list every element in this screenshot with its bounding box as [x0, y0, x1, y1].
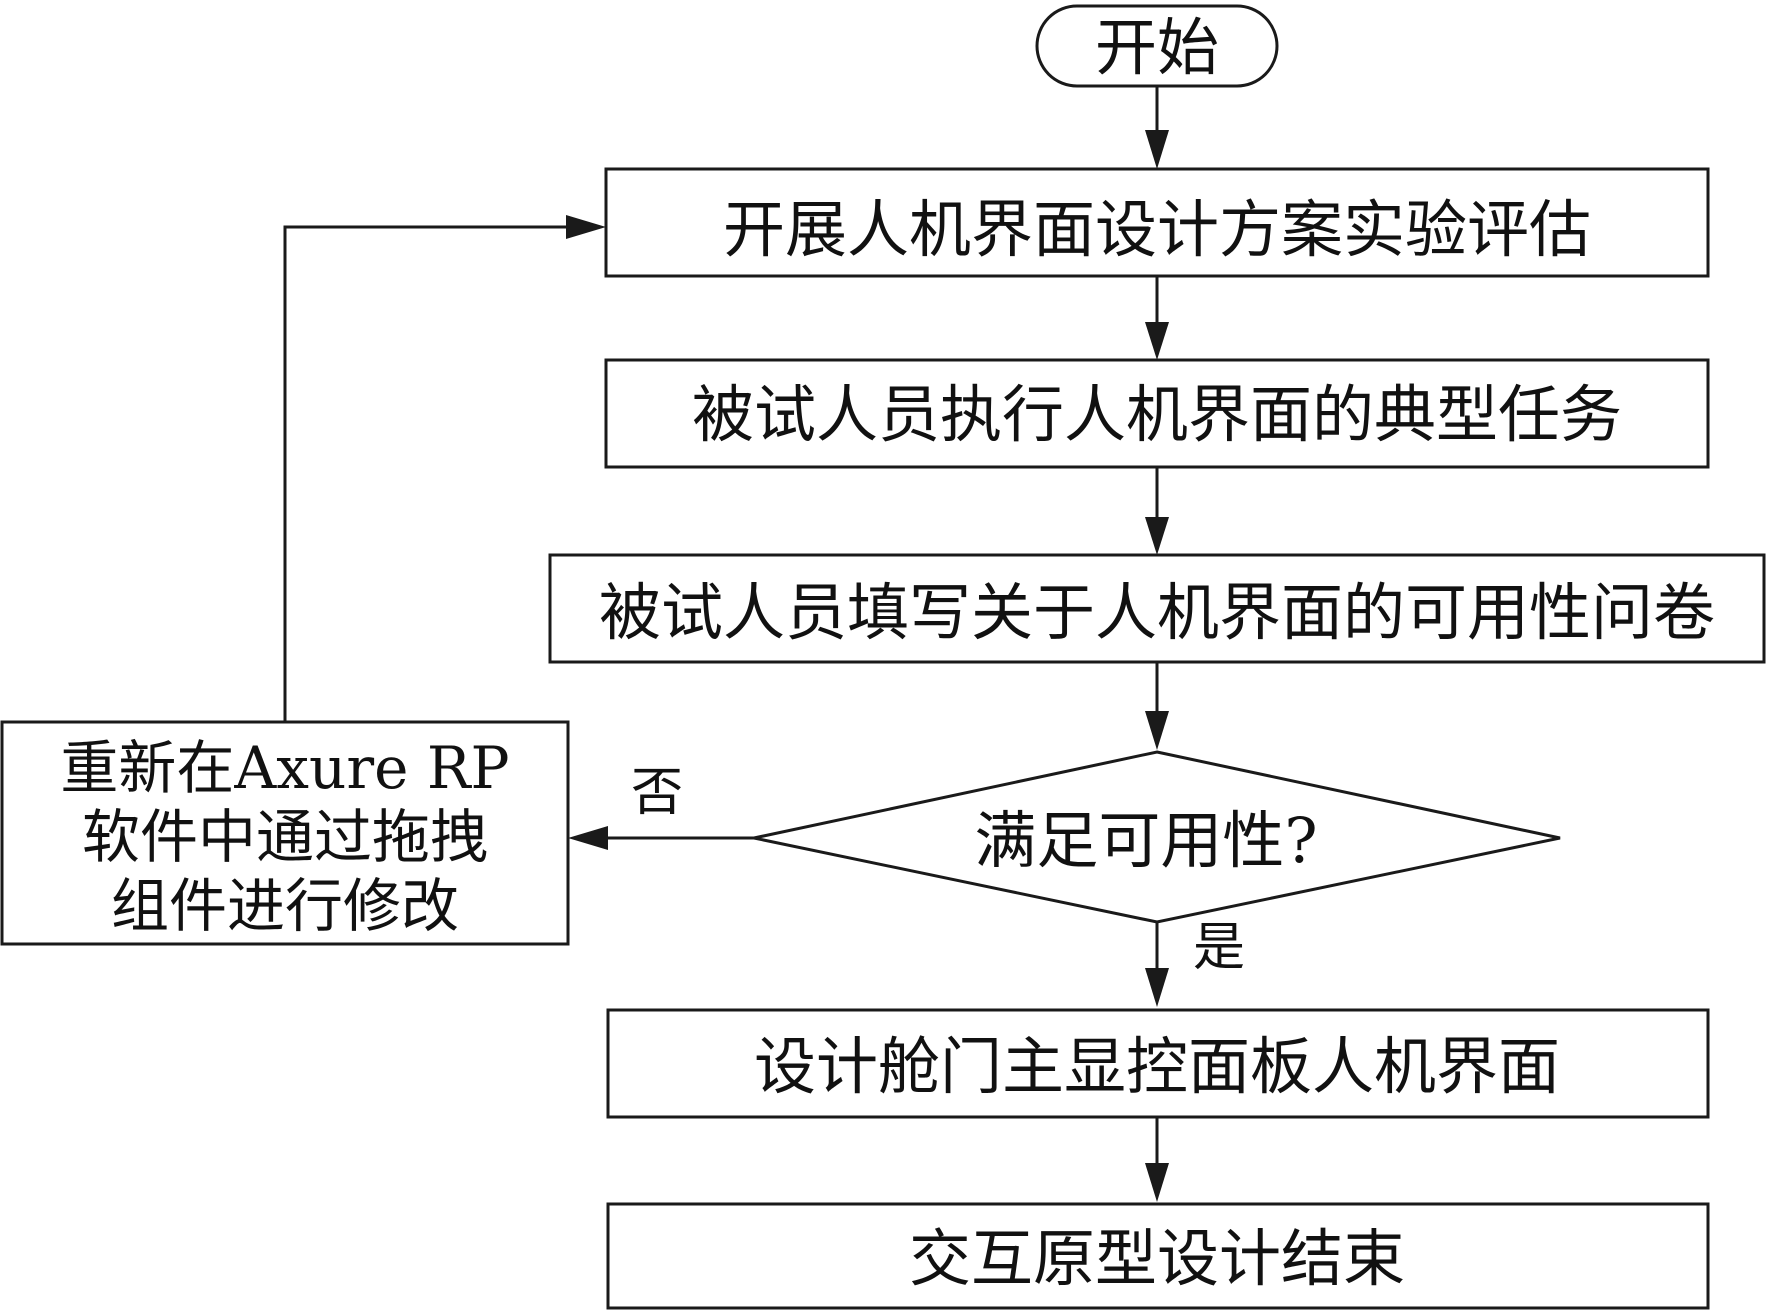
- start-node-label: 开始: [1095, 11, 1219, 84]
- end-node: 交互原型设计结束: [606, 1202, 1710, 1310]
- start-node: 开始: [1035, 4, 1279, 88]
- modify-node-line-3: 组件进行修改: [111, 872, 459, 940]
- step1-node-label: 开展人机界面设计方案实验评估: [723, 193, 1591, 266]
- edge-step1-to-step2-arrowhead: [1145, 322, 1169, 360]
- step4-node-shape: [606, 1008, 1710, 1119]
- edge-modify-to-step1: [283, 215, 606, 722]
- edge-step2-to-step3-arrowhead: [1145, 517, 1169, 555]
- step4-node: 设计舱门主显控面板人机界面: [606, 1008, 1710, 1119]
- edge-decision-to-step4: 是: [1145, 918, 1245, 1007]
- edge-step1-to-step2: [1145, 276, 1169, 360]
- modify-node-line-2: 软件中通过拖拽: [82, 803, 488, 871]
- step3-node-shape: [548, 553, 1766, 664]
- step1-node: 开展人机界面设计方案实验评估: [604, 167, 1710, 278]
- edge-decision-to-modify-arrowhead: [568, 826, 608, 850]
- decision-node-label: 满足可用性?: [974, 804, 1317, 877]
- end-node-label: 交互原型设计结束: [909, 1222, 1405, 1295]
- edge-step3-to-decision-arrowhead: [1145, 711, 1169, 750]
- edge-modify-to-step1-line: [283, 225, 566, 722]
- step2-node-label: 被试人员执行人机界面的典型任务: [692, 378, 1622, 451]
- end-node-shape: [606, 1202, 1710, 1310]
- decision-node: 满足可用性?: [753, 750, 1561, 924]
- modify-node: 重新在Axure RP 软件中通过拖拽 组件进行修改: [0, 720, 570, 946]
- edge-modify-to-step1-arrowhead: [566, 215, 606, 239]
- edge-decision-to-modify: 否: [568, 763, 754, 850]
- step4-node-label: 设计舱门主显控面板人机界面: [754, 1030, 1560, 1103]
- edge-step4-to-end-arrowhead: [1145, 1163, 1169, 1202]
- step3-node-label: 被试人员填写关于人机界面的可用性问卷: [599, 576, 1715, 649]
- edge-yes-label: 是: [1193, 918, 1245, 978]
- edge-start-to-step1: [1145, 86, 1169, 169]
- edge-step2-to-step3: [1145, 467, 1169, 555]
- modify-node-shape: [0, 720, 570, 946]
- edge-no-label: 否: [631, 763, 683, 823]
- edge-step4-to-end: [1145, 1117, 1169, 1202]
- step1-node-shape: [604, 167, 1710, 278]
- step2-node: 被试人员执行人机界面的典型任务: [604, 358, 1710, 469]
- step3-node: 被试人员填写关于人机界面的可用性问卷: [548, 553, 1766, 664]
- modify-node-line-1: 重新在Axure RP: [60, 734, 509, 802]
- edge-decision-to-step4-arrowhead: [1145, 968, 1169, 1007]
- edge-start-to-step1-arrowhead: [1145, 130, 1169, 169]
- edge-step3-to-decision: [1145, 662, 1169, 750]
